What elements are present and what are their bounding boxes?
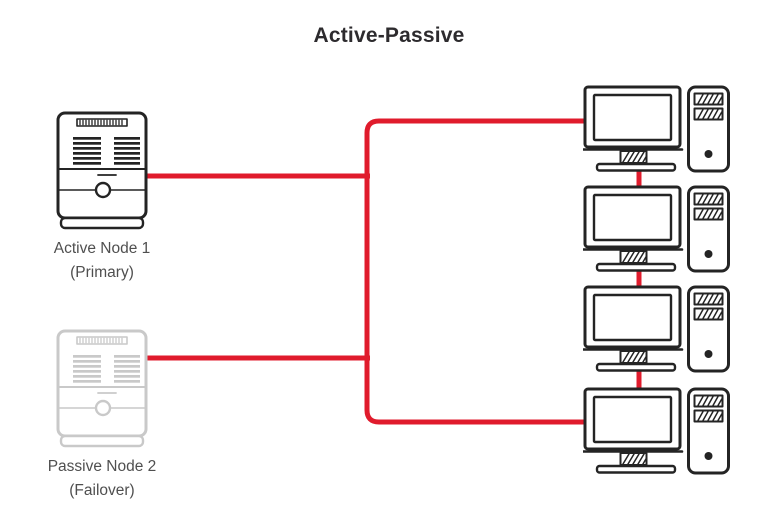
diagram-title: Active-Passive <box>313 24 465 47</box>
passive-node-sublabel: (Failover) <box>69 482 135 499</box>
active-node-label-group: Active Node 1 (Primary) <box>16 237 188 285</box>
passive-node-label-group: Passive Node 2 (Failover) <box>16 455 188 503</box>
workstation-1 <box>583 85 730 173</box>
workstation-2 <box>583 185 730 273</box>
active-node-label: Active Node 1 <box>53 240 151 257</box>
server-icon-active <box>56 111 148 230</box>
server-icon-passive <box>56 329 148 448</box>
workstation-4 <box>583 387 730 475</box>
server-icon <box>56 111 148 230</box>
trunk-line <box>364 118 589 425</box>
passive-node-label: Passive Node 2 <box>47 458 157 475</box>
workstation-icon <box>583 185 730 273</box>
active-node-sublabel: (Primary) <box>70 264 134 281</box>
workstation-icon <box>583 387 730 475</box>
server-icon <box>56 329 148 448</box>
workstation-icon <box>583 85 730 173</box>
workstation-icon <box>583 285 730 373</box>
workstation-3 <box>583 285 730 373</box>
